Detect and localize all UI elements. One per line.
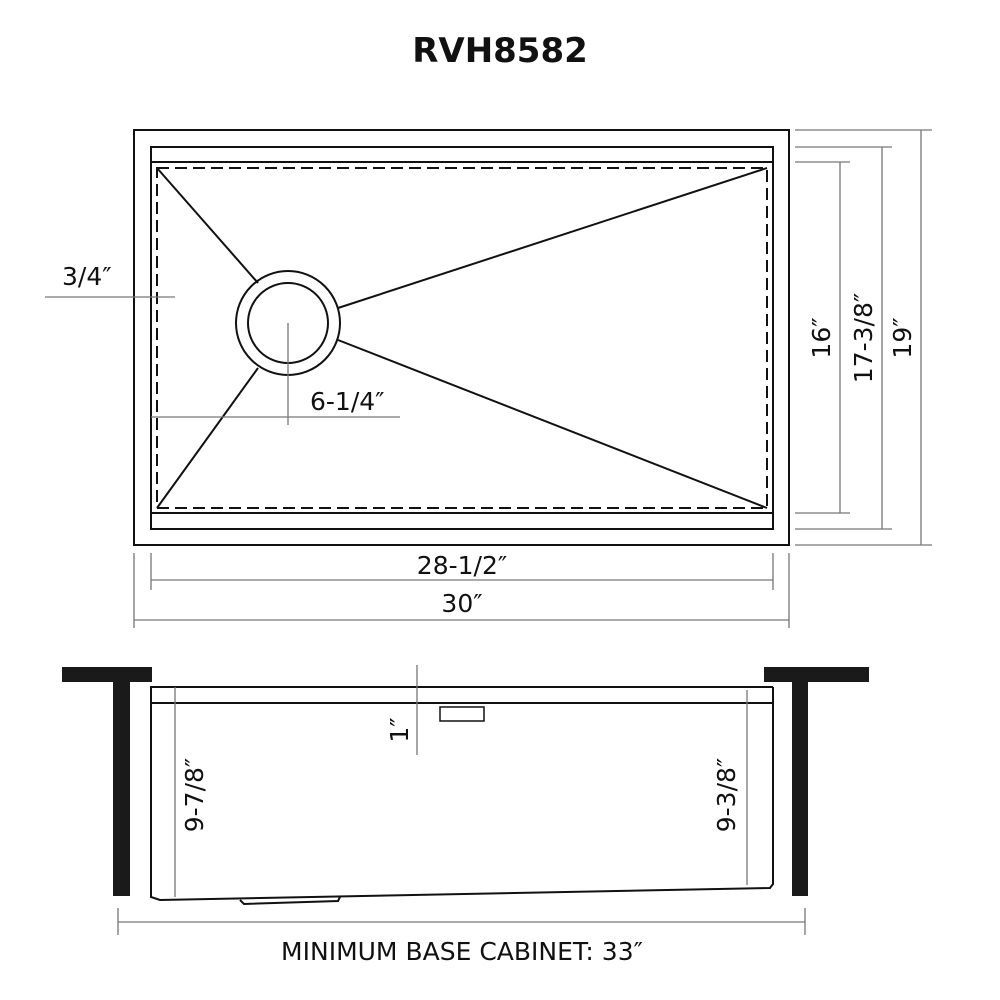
countertop-left <box>62 667 152 682</box>
dim-outer-width: 30″ <box>441 589 482 618</box>
model-title: RVH8582 <box>412 31 588 71</box>
dim-inner-width: 28-1/2″ <box>417 551 507 580</box>
side-view <box>62 665 869 935</box>
dim-inner-depth: 16″ <box>807 317 836 358</box>
dim-left-depth: 9-7/8″ <box>180 758 209 833</box>
top-view <box>133 129 790 546</box>
dim-mid-depth: 17-3/8″ <box>849 293 878 383</box>
dim-outer-depth: 19″ <box>888 317 917 358</box>
dim-right-depth: 9-3/8″ <box>712 758 741 833</box>
cabinet-label: MINIMUM BASE CABINET: 33″ <box>281 937 643 966</box>
cabinet-wall-left <box>113 682 130 896</box>
dim-offset-left: 3/4″ <box>62 262 112 291</box>
cabinet-wall-right <box>792 682 808 896</box>
dim-ledge: 1″ <box>385 717 414 742</box>
dim-drain-offset: 6-1/4″ <box>310 387 385 416</box>
top-dim-lines <box>45 129 932 628</box>
countertop-right <box>764 667 869 682</box>
